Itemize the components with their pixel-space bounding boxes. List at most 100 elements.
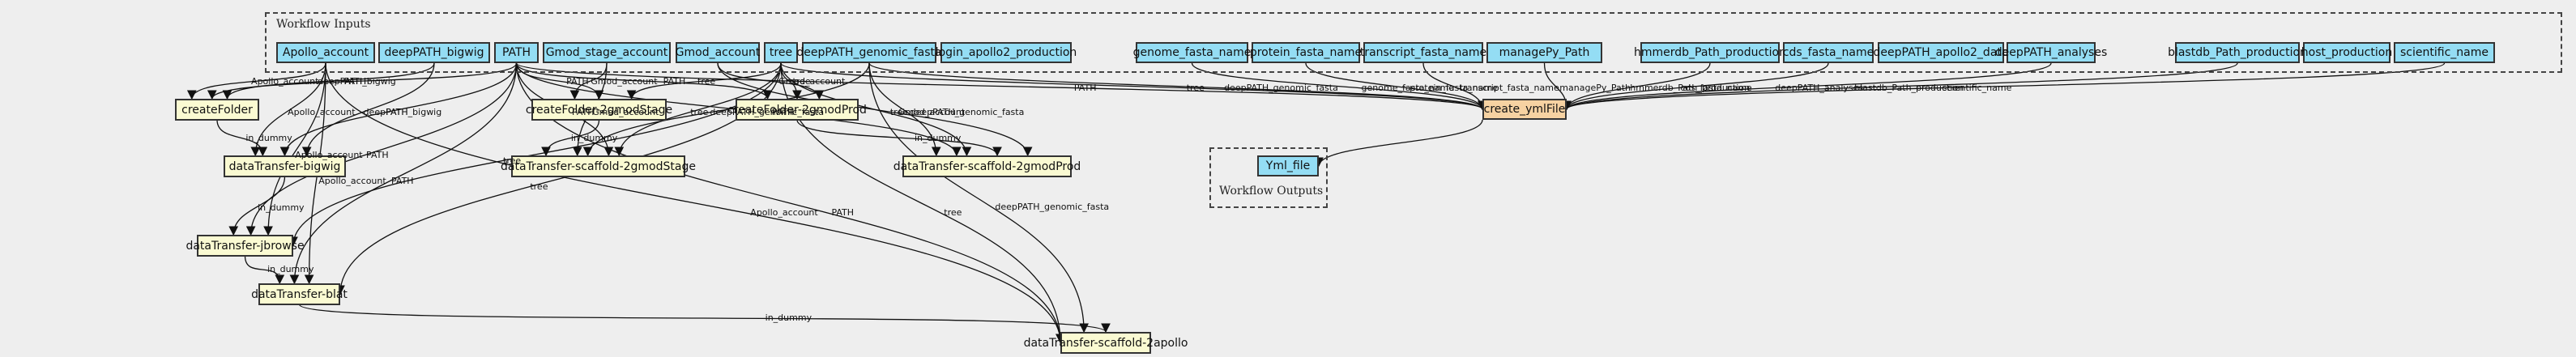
edge-label: scientific_name (1942, 82, 2012, 93)
edge-label: deepPATH_genomic_fasta (1224, 82, 1338, 93)
edge-createfolder-to-datatransfer-bigwig (216, 119, 268, 157)
input-node-host-production[interactable]: host_production (2301, 42, 2392, 63)
step-node-datatransfer-scaffold-2gmodstage[interactable]: dataTransfer-scaffold-2gmodStage (501, 155, 696, 177)
edge-create_ymlfile-to-yml_file (1314, 119, 1483, 168)
edge-label: Apollo_account (750, 207, 818, 219)
output-node-yml-file[interactable]: Yml_file (1257, 155, 1319, 176)
edge-label: cds_fasta_name (1680, 82, 1752, 93)
edge-label: in_dummy (258, 202, 305, 213)
edge-transcript_fasta_name-to-create_ymlfile (1422, 62, 1487, 111)
step-node-createfolder-2gmodprod[interactable]: createFolder-2gmodProd (727, 99, 867, 121)
input-node-deeppath-apollo2-data[interactable]: deepPATH_apollo2_data (1874, 42, 2008, 63)
step-node-datatransfer-jbrowse[interactable]: dataTransfer-jbrowse (186, 235, 305, 257)
input-node-path[interactable]: PATH (494, 42, 539, 63)
edge-apollo_account-to-datatransfer-scaffold-2apollo (325, 62, 1065, 344)
edge-label: PATH (566, 76, 589, 87)
edge-datatransfer-bigwig-to-datatransfer-jbrowse (228, 176, 286, 236)
edge-label: tree (690, 107, 709, 118)
edge-apollo_account-to-datatransfer-jbrowse (263, 62, 326, 236)
input-node-cds-fasta-name[interactable]: cds_fasta_name (1783, 42, 1874, 63)
edge-protein_fasta_name-to-create_ymlfile (1305, 62, 1487, 111)
edge-tree-to-createfolder-2gmodstage (626, 62, 782, 100)
input-node-transcript-fasta-name[interactable]: transcript_fasta_name (1360, 42, 1486, 63)
edge-label: tree (530, 181, 548, 193)
edge-label: tree (503, 155, 522, 166)
edge-tree-to-datatransfer-jbrowse (288, 62, 782, 247)
edge-datatransfer-blat-to-datatransfer-scaffold-2apollo (298, 304, 1111, 334)
input-node-deeppath-genomic-fasta[interactable]: deepPATH_genomic_fasta (796, 42, 942, 63)
edge-path-to-datatransfer-bigwig (279, 62, 518, 157)
input-node-protein-fasta-name[interactable]: protein_fasta_name (1250, 42, 1362, 63)
workflow-inputs-label: Workflow Inputs (276, 18, 371, 31)
edge-label: in_dummy (267, 264, 314, 275)
edge-apollo_account-to-datatransfer-bigwig (250, 62, 326, 157)
edge-hmmerdb_path_production-to-create_ymlfile (1562, 62, 1711, 111)
workflow-outputs-cluster: Workflow Outputs (1209, 147, 1328, 208)
edge-label: genome_fasta_name (1361, 82, 1455, 93)
edge-label: managePy_Path (1559, 82, 1631, 93)
input-node-tree[interactable]: tree (764, 42, 798, 63)
edge-label: in_dummy (914, 133, 962, 144)
edge-deeppath_genomic_fasta-to-datatransfer-scaffold-2apollo (868, 62, 1089, 334)
step-node-createfolder[interactable]: createFolder (175, 99, 259, 121)
input-node-scientific-name[interactable]: scientific_name (2394, 42, 2495, 63)
step-node-createfolder-2gmodstage[interactable]: createFolder-2gmodStage (526, 99, 672, 121)
workflow-inputs-cluster: Workflow Inputs (265, 12, 2562, 73)
input-node-deeppath-analyses[interactable]: deepPATH_analyses (1995, 42, 2107, 63)
edge-label: tree (792, 76, 811, 87)
edge-label: PATH (831, 207, 855, 219)
edge-label: tree (1186, 82, 1205, 93)
edge-label: in_dummy (245, 133, 292, 144)
input-node-gmod-stage-account[interactable]: Gmod_stage_account (543, 42, 671, 63)
edge-label: deepPATH_genomic_fasta (710, 107, 825, 118)
step-node-datatransfer-scaffold-2gmodprod[interactable]: dataTransfer-scaffold-2gmodProd (893, 155, 1081, 177)
edge-label: deepPATH_analyses (1775, 82, 1864, 93)
edge-label: Apollo_account (288, 107, 356, 118)
edge-label: Apollo_account (318, 176, 386, 187)
edge-label: Gmod_account (778, 76, 846, 87)
edge-deeppath_bigwig-to-datatransfer-bigwig (301, 62, 435, 157)
edge-label: hmmerdb_Path_production (1630, 82, 1750, 93)
edge-path-to-createfolder (207, 62, 518, 100)
input-node-genome-fasta-name[interactable]: genome_fasta_name (1133, 42, 1251, 63)
edge-label: Apollo_account (295, 149, 363, 160)
edge-label: protein_fasta_name (1410, 82, 1498, 93)
input-node-managepy-path[interactable]: managePy_Path (1486, 42, 1602, 63)
edge-label: tree (889, 107, 908, 118)
edge-label: deepPATH_bigwig (318, 76, 396, 87)
edge-label: Apollo_account (251, 76, 319, 87)
edge-label: transcript_fasta_name (1459, 82, 1559, 93)
edge-label: Gmod_account (898, 107, 966, 118)
edge-label: blastdb_Path_production (1854, 82, 1964, 93)
edge-path-to-datatransfer-blat (289, 62, 518, 285)
edge-label: PATH (571, 107, 595, 118)
input-node-login-apollo2-production[interactable]: login_apollo2_production (936, 42, 1077, 63)
edge-label: PATH (390, 176, 414, 187)
edge-apollo_account-to-createfolder (187, 62, 326, 100)
step-node-datatransfer-scaffold-2apollo[interactable]: dataTransfer-scaffold-2apollo (1024, 332, 1188, 354)
input-node-deeppath-bigwig[interactable]: deepPATH_bigwig (378, 42, 490, 63)
edge-label: in_dummy (765, 312, 812, 324)
input-node-gmod-account[interactable]: Gmod_account (676, 42, 760, 63)
input-node-blastdb-path-production[interactable]: blastdb_Path_production (2168, 42, 2307, 63)
edge-label: PATH (663, 76, 686, 87)
workflow-outputs-label: Workflow Outputs (1219, 185, 1324, 198)
step-node-datatransfer-blat[interactable]: dataTransfer-blat (251, 283, 348, 305)
edge-label: PATH (771, 107, 795, 118)
input-node-apollo-account[interactable]: Apollo_account (276, 42, 375, 63)
edge-label: deepPATH_genomic_fasta (910, 107, 1025, 118)
edge-createfolder-2gmodprod-to-datatransfer-scaffold-2gmodprod (796, 119, 1002, 157)
edge-label: deepPATH_bigwig (363, 107, 442, 118)
step-node-datatransfer-bigwig[interactable]: dataTransfer-bigwig (224, 155, 346, 177)
edge-label: in_dummy (570, 133, 618, 144)
edge-path-to-datatransfer-jbrowse (245, 62, 518, 236)
step-node-create-ymlfile[interactable]: create_ymlFile (1482, 99, 1567, 120)
edge-label: Gmod_account (592, 107, 659, 118)
edge-deeppath_genomic_fasta-to-datatransfer-scaffold-2gmodprod (868, 62, 941, 157)
edge-deeppath_genomic_fasta-to-datatransfer-scaffold-2gmodstage (582, 62, 870, 157)
edge-path-to-createfolder-2gmodprod (515, 62, 773, 100)
input-node-hmmerdb-path-production[interactable]: hmmerdb_Path_production (1634, 42, 1786, 63)
edge-label: PATH (366, 149, 389, 160)
edge-deeppath_bigwig-to-createfolder (222, 62, 435, 100)
